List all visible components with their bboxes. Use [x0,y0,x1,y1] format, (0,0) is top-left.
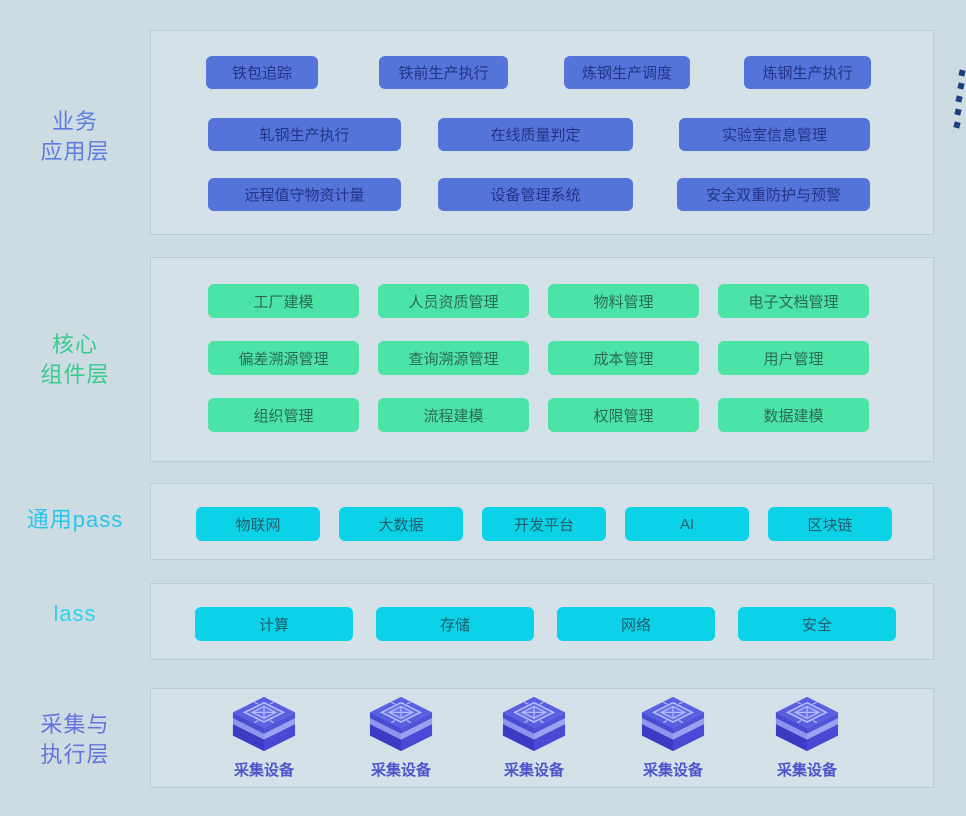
device-caption: 采集设备 [370,762,431,779]
iaas-button[interactable]: 网络 [557,607,715,641]
decor-dash [955,95,963,103]
decor-dash [953,121,961,129]
paas-button[interactable]: 区块链 [768,507,892,541]
app-button[interactable]: 炼钢生产执行 [744,56,871,89]
iaas-layer-panel: 计算 存储 网络 安全 [150,583,934,660]
device-caption: 采集设备 [776,762,837,779]
device-cube-icon [775,696,839,752]
device-caption: 采集设备 [503,762,564,779]
app-button[interactable]: 在线质量判定 [438,118,633,151]
core-button[interactable]: 成本管理 [548,341,699,375]
paas-button[interactable]: 开发平台 [482,507,606,541]
core-button[interactable]: 工厂建模 [208,284,359,318]
collection-device: 采集设备 [361,695,441,780]
collection-device: 采集设备 [633,695,713,780]
paas-button[interactable]: 大数据 [339,507,463,541]
collection-device: 采集设备 [224,695,304,780]
collection-device: 采集设备 [767,695,847,780]
core-button[interactable]: 查询溯源管理 [378,341,529,375]
collection-device: 采集设备 [494,695,574,780]
app-button[interactable]: 炼钢生产调度 [564,56,690,89]
device-caption: 采集设备 [642,762,703,779]
app-button[interactable]: 铁前生产执行 [379,56,508,89]
paas-button[interactable]: 物联网 [196,507,320,541]
paas-layer-panel: 物联网 大数据 开发平台 AI 区块链 [150,483,934,560]
iaas-button[interactable]: 计算 [195,607,353,641]
decor-dash [958,69,966,77]
app-button[interactable]: 远程值守物资计量 [208,178,401,211]
device-cube-icon [502,696,566,752]
iaas-button[interactable]: 存储 [376,607,534,641]
core-button[interactable]: 组织管理 [208,398,359,432]
device-caption: 采集设备 [233,762,294,779]
device-cube-icon [369,696,433,752]
business-layer-panel: 铁包追踪 铁前生产执行 炼钢生产调度 炼钢生产执行 轧钢生产执行 在线质量判定 … [150,30,934,235]
layer-label-business: 业务 应用层 [40,109,110,164]
core-button[interactable]: 物料管理 [548,284,699,318]
core-layer-panel: 工厂建模 人员资质管理 物料管理 电子文档管理 偏差溯源管理 查询溯源管理 成本… [150,257,934,462]
decor-dash [954,108,962,116]
layer-label-paas: 通用pass [26,507,124,532]
core-button[interactable]: 电子文档管理 [718,284,869,318]
layer-label-core: 核心 组件层 [40,332,110,387]
app-button[interactable]: 设备管理系统 [438,178,633,211]
device-cube-icon [232,696,296,752]
paas-button[interactable]: AI [625,507,749,541]
iaas-button[interactable]: 安全 [738,607,896,641]
app-button[interactable]: 铁包追踪 [206,56,318,89]
core-button[interactable]: 流程建模 [378,398,529,432]
core-button[interactable]: 数据建模 [718,398,869,432]
device-layer-panel: 采集设备 采集设备 采集设备 采集设备 采集设备 [150,688,934,788]
layer-label-device: 采集与 执行层 [40,712,110,767]
core-button[interactable]: 用户管理 [718,341,869,375]
core-button[interactable]: 人员资质管理 [378,284,529,318]
core-button[interactable]: 偏差溯源管理 [208,341,359,375]
app-button[interactable]: 轧钢生产执行 [208,118,401,151]
device-cube-icon [641,696,705,752]
app-button[interactable]: 实验室信息管理 [679,118,870,151]
decor-dash [957,82,965,90]
layer-label-iaas: lass [53,601,97,626]
core-button[interactable]: 权限管理 [548,398,699,432]
app-button[interactable]: 安全双重防护与预警 [677,178,870,211]
